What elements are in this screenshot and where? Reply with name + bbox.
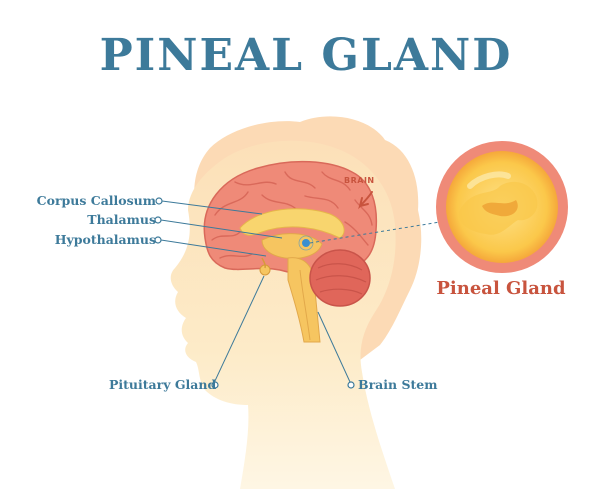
label-pituitary-gland: Pituitary Gland bbox=[109, 377, 217, 392]
leader-dots bbox=[154, 197, 355, 389]
page-title: PINEAL GLAND bbox=[99, 30, 513, 81]
brain-arrow bbox=[358, 191, 373, 210]
pineal-gland-label: Pineal Gland bbox=[436, 278, 566, 299]
label-corpus-callosum: Corpus Callosum bbox=[36, 193, 156, 208]
cerebellum bbox=[309, 249, 371, 307]
spinal-cord-lines bbox=[299, 269, 311, 341]
label-thalamus: Thalamus bbox=[87, 212, 156, 227]
zoom-connector bbox=[309, 221, 441, 244]
leader-lines bbox=[160, 200, 351, 384]
label-hypothalamus: Hypothalamus bbox=[54, 232, 156, 247]
zoom-circle bbox=[436, 141, 568, 273]
label-brain-stem: Brain Stem bbox=[358, 377, 438, 392]
gyri-lines bbox=[211, 171, 373, 259]
brain-label: BRAIN bbox=[344, 176, 375, 185]
pineal-gland-dot bbox=[302, 239, 310, 247]
